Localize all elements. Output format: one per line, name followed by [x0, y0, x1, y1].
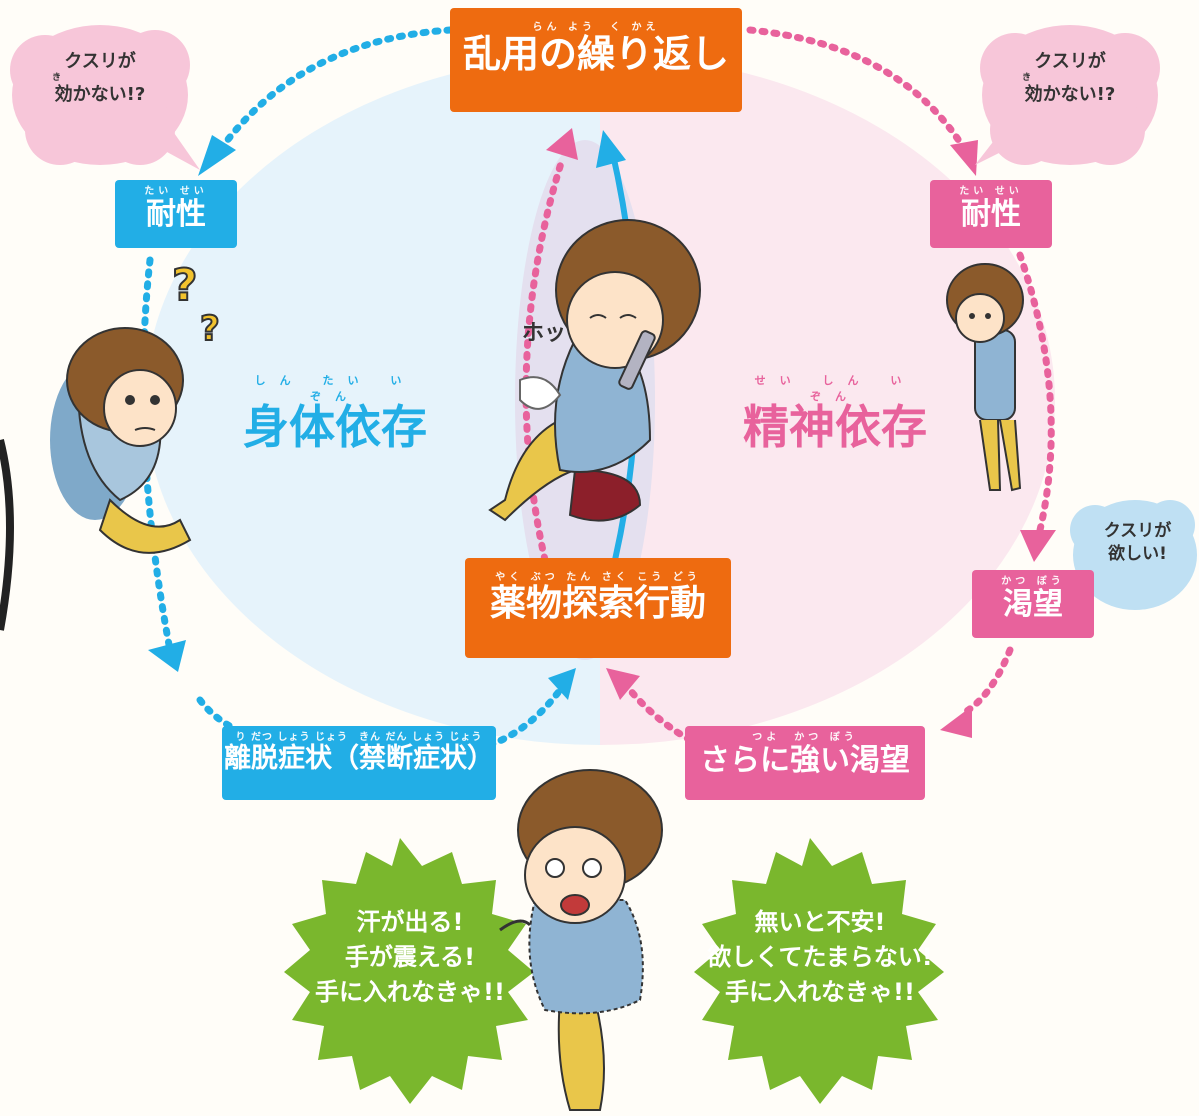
blue-dotted-arc-return [486, 686, 564, 749]
mental-dependence-label: 精神依存 [743, 400, 927, 454]
blue-dotted-arc-top [216, 26, 454, 154]
svg-text:?: ? [172, 260, 198, 311]
mental-dependence: せい しん い ぞん 精神依存 [735, 372, 935, 450]
left-tolerance-label: 耐性 [146, 197, 206, 232]
right-cloud-text: クスリが き 効かない!? [1000, 50, 1140, 108]
withdrawal-ruby: り だつ しょう じょう きん だん しょう じょう [235, 732, 483, 743]
craving-box: かつ ぼう 渇望 [972, 570, 1094, 638]
bottom-character-illustration [499, 769, 663, 1111]
center-character-illustration [488, 219, 701, 522]
repeated-abuse-box: らん よう く かえ 乱用の繰り返し [450, 8, 742, 112]
blue-arrowhead-search [548, 668, 576, 700]
physical-dependence-ruby: しん たい い ぞん [254, 374, 416, 403]
pink-dotted-arc-top [746, 26, 969, 154]
physical-dependence-label: 身体依存 [243, 400, 427, 454]
edge-dark-arc [0, 439, 14, 631]
left-cloud-line2: 効かない!? [54, 84, 146, 106]
right-cloud [975, 25, 1160, 165]
physical-dependence: しん たい い ぞん 身体依存 [235, 372, 435, 450]
craving-cloud-line2: 欲しい! [1108, 543, 1167, 564]
left-cloud-ruby: き [52, 73, 62, 84]
left-cloud [10, 25, 200, 170]
right-burst-line1: 無いと不安! [754, 908, 886, 936]
right-cloud-ruby: き [1022, 73, 1032, 84]
left-burst-text: 汗が出る! 手が震える! 手に入れなきゃ!! [300, 905, 520, 1009]
withdrawal-box: り だつ しょう じょう きん だん しょう じょう 離脱症状（禁断症状） [222, 726, 496, 800]
pink-arrowhead-stronger [940, 706, 972, 738]
right-burst-line3: 手に入れなきゃ!! [725, 977, 915, 1006]
left-tolerance-ruby: たい せい [144, 186, 208, 197]
pink-arrowhead-repeat [546, 128, 578, 160]
right-burst-text: 無いと不安! 欲しくてたまらない! 手に入れなきゃ!! [700, 905, 940, 1009]
pink-dotted-arc-up [522, 156, 566, 564]
drug-seeking-label: 薬物探索行動 [489, 583, 706, 624]
right-character-illustration [946, 263, 1024, 492]
pink-arrowhead-tolerance [950, 140, 978, 176]
right-tolerance-box: たい せい 耐性 [930, 180, 1052, 248]
left-burst-shape [284, 838, 534, 1104]
left-tolerance-box: たい せい 耐性 [115, 180, 237, 248]
withdrawal-label: 離脱症状（禁断症状） [224, 743, 494, 774]
repeated-abuse-label: 乱用の繰り返し [462, 32, 729, 76]
blue-arrowhead-withdrawal [148, 640, 186, 672]
left-character-illustration: ? ? [50, 259, 221, 554]
repeated-abuse-ruby: らん よう く かえ [532, 22, 660, 33]
relief-sound-effect: ホッ [522, 321, 567, 346]
left-cloud-text: クスリが き 効かない!? [30, 50, 170, 108]
craving-ruby: かつ ぼう [1001, 576, 1065, 587]
stronger-craving-ruby: つよ かつ ぼう [752, 732, 858, 743]
craving-cloud-text: クスリが 欲しい! [1085, 520, 1190, 566]
pink-dotted-arc-return [626, 686, 694, 744]
craving-cloud-line1: クスリが [1103, 521, 1172, 541]
mental-dependence-ruby: せい しん い ぞん [754, 374, 916, 403]
stronger-craving-label: さらに強い渇望 [700, 743, 910, 778]
craving-label: 渇望 [1003, 587, 1063, 622]
left-burst-line1: 汗が出る! [356, 908, 464, 936]
right-tolerance-label: 耐性 [961, 197, 1021, 232]
pink-arrowhead-craving [1020, 530, 1056, 562]
right-cloud-line2: 効かない!? [1024, 84, 1116, 106]
pink-arrowhead-search [606, 668, 640, 700]
right-burst-shape [694, 838, 944, 1104]
blue-arrowhead-repeat [596, 130, 626, 168]
stronger-craving-box: つよ かつ ぼう さらに強い渇望 [685, 726, 925, 800]
right-tolerance-ruby: たい せい [959, 186, 1023, 197]
blue-arrowhead-tolerance [198, 135, 236, 176]
svg-text:?: ? [200, 309, 220, 349]
left-burst-line2: 手が震える! [344, 942, 476, 971]
drug-seeking-box: やく ぶつ たん さく こう どう 薬物探索行動 [465, 558, 731, 658]
drug-seeking-ruby: やく ぶつ たん さく こう どう [495, 572, 701, 583]
left-cloud-line1: クスリが [64, 51, 136, 72]
right-burst-line2: 欲しくてたまらない! [707, 942, 933, 971]
pink-dotted-arc-right [1016, 251, 1055, 534]
blue-dotted-arc-left [139, 256, 174, 654]
pink-dotted-arc-lower [956, 646, 1014, 719]
right-cloud-line1: クスリが [1034, 51, 1106, 72]
left-burst-line3: 手に入れなきゃ!! [315, 977, 505, 1006]
